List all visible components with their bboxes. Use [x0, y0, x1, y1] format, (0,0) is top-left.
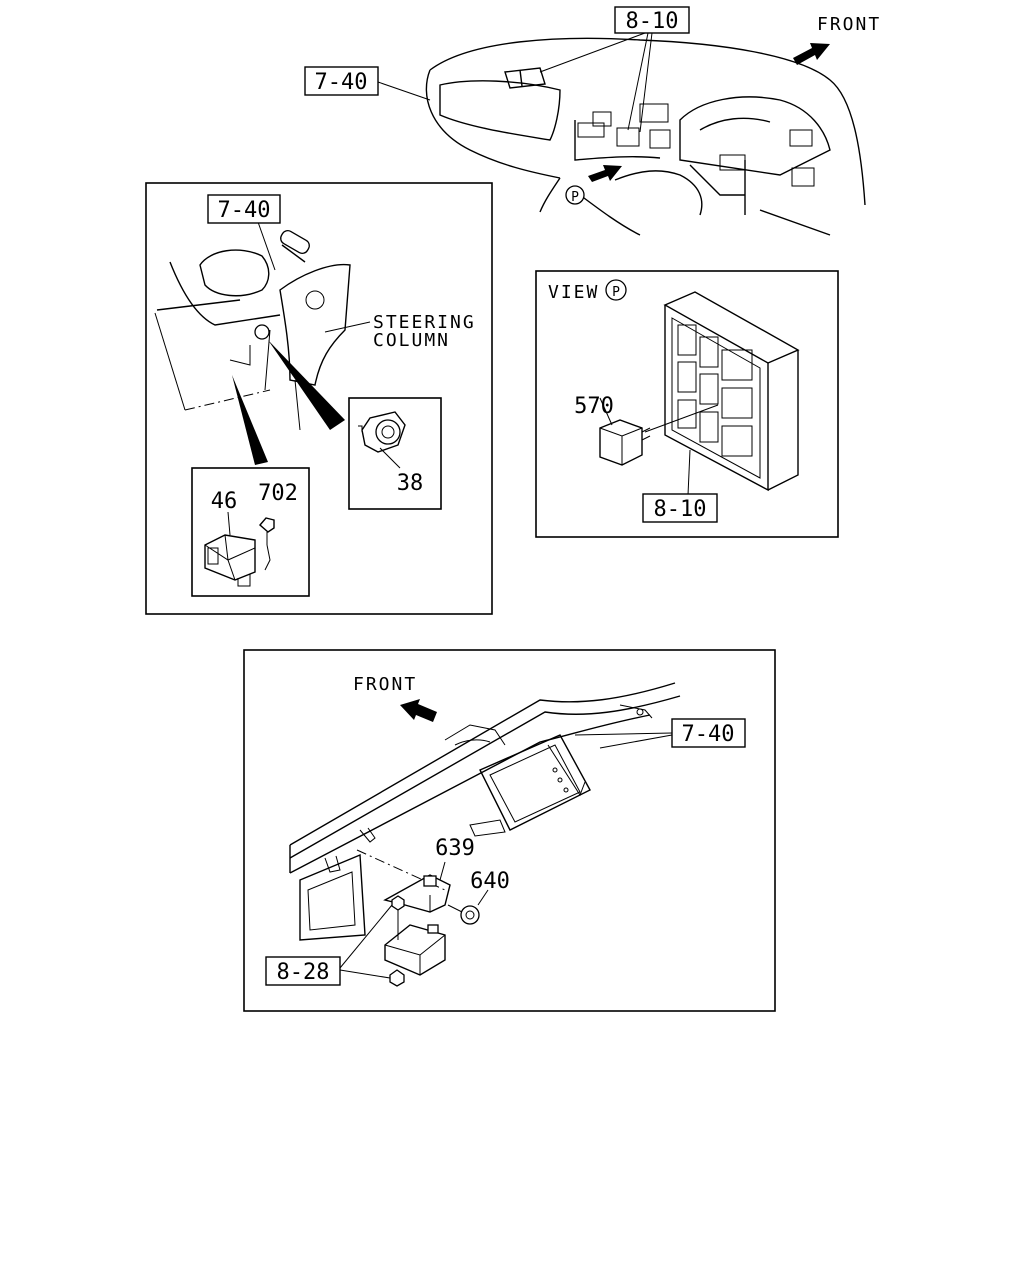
part-46-label: 46: [211, 489, 238, 514]
part-570-label: 570: [574, 394, 614, 419]
callout-7-40-bottom: 7-40: [682, 722, 735, 747]
front-label-bottom: FRONT: [353, 674, 417, 695]
part-702-bolt-drawing: [259, 517, 275, 571]
part-702-label: 702: [258, 481, 298, 506]
view-label: VIEW: [548, 282, 599, 303]
callout-7-40-steering: 7-40: [218, 198, 271, 223]
callout-8-10-top: 8-10: [626, 9, 679, 34]
part-38-label: 38: [397, 471, 424, 496]
part-38-drawing: [358, 411, 406, 453]
steering-column-panel: 7-40 STEERING COLUMN 38: [145, 182, 493, 615]
part-640-label: 640: [470, 869, 510, 894]
steering-label-line2: COLUMN: [373, 330, 450, 351]
relay-box-drawing: [663, 291, 800, 492]
front-label-top: FRONT: [817, 14, 881, 35]
part-46-drawing: [204, 534, 256, 587]
crossmember-drawing: [289, 682, 681, 941]
view-p-panel: VIEW P 570 8-10: [535, 270, 839, 538]
relay-570-drawing: [599, 419, 651, 466]
dashboard-top-view: P FRONT 8-10 7-40: [304, 6, 881, 236]
part-639-label: 639: [435, 836, 475, 861]
part-640-bolt-drawing: [447, 904, 480, 925]
callout-7-40-top: 7-40: [315, 70, 368, 95]
crossmember-panel: FRONT: [243, 649, 776, 1012]
view-marker-top: P: [571, 190, 579, 205]
module-8-28-drawing: [384, 895, 446, 987]
callout-8-10-view: 8-10: [654, 497, 707, 522]
view-marker-p: P: [612, 285, 620, 300]
steering-label-line1: STEERING: [373, 312, 476, 333]
callout-8-28: 8-28: [277, 960, 330, 985]
part-639-bracket-drawing: [383, 874, 451, 913]
